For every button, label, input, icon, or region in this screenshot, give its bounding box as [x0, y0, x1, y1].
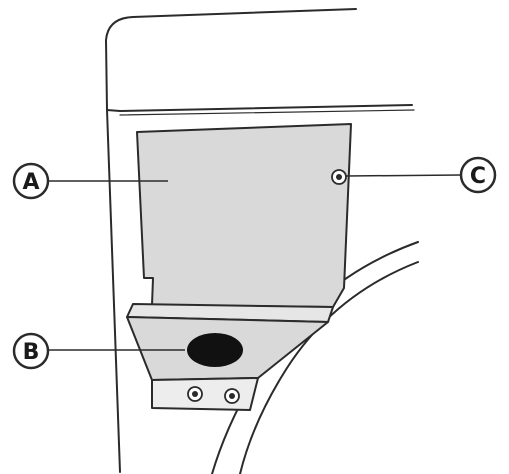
callout-b-circle: [12, 332, 50, 370]
callout-b: B: [12, 332, 50, 370]
callout-b-label: B: [23, 340, 40, 365]
cabinet-top-edge: [105, 8, 357, 473]
callout-leaders: [49, 174, 462, 351]
callout-a: A: [12, 162, 50, 200]
bracket-screw-right-icon: [224, 388, 240, 404]
drain-plug-hole: [187, 333, 243, 367]
access-panel: [136, 123, 352, 308]
bracket-bottom-plate: [151, 377, 259, 411]
cabinet: [105, 8, 415, 473]
drain-bracket: [126, 303, 334, 411]
bracket-screw-left-icon: [187, 386, 203, 402]
callout-a-label: A: [22, 170, 39, 195]
callout-c-circle: [459, 156, 497, 194]
panel-screw-icon: [331, 169, 347, 185]
door-ring-inner: [239, 261, 419, 474]
cabinet-lid-seam: [106, 104, 413, 112]
cabinet-lid-seam-shadow: [119, 109, 415, 116]
access-panel-shape: [136, 123, 352, 308]
callout-c-label: C: [470, 164, 486, 189]
leader-line-c: [345, 174, 462, 177]
callout-a-circle: [12, 162, 50, 200]
callout-c: C: [459, 156, 497, 194]
